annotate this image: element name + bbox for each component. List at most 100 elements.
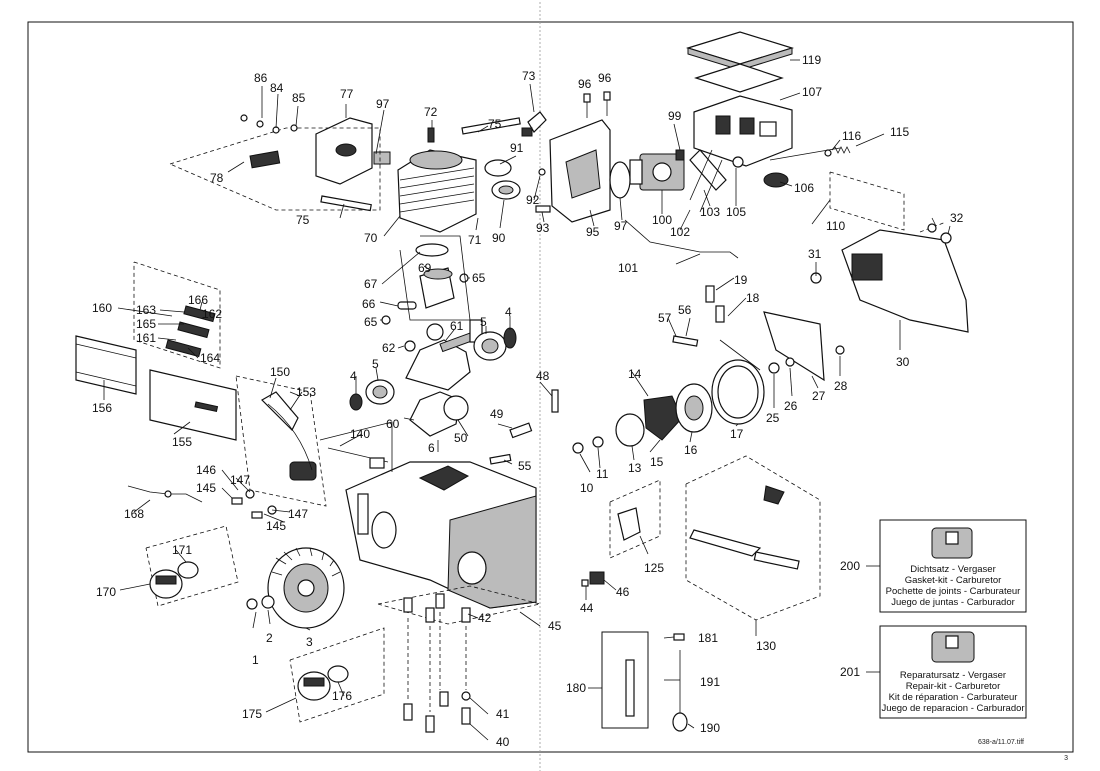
callout-11: 11 — [596, 467, 609, 481]
callout-4a: 4 — [350, 369, 357, 383]
callout-106: 106 — [794, 181, 814, 195]
callout-160: 160 — [92, 301, 112, 315]
callout-105: 105 — [726, 205, 746, 219]
callout-62: 62 — [382, 341, 396, 355]
gasket-kit-line-de: Dichtsatz - Vergaser — [910, 564, 996, 575]
callout-4b: 4 — [505, 305, 512, 319]
ignition-coil — [235, 375, 327, 507]
clutch-assembly — [572, 359, 765, 454]
callout-70: 70 — [364, 231, 378, 245]
crankcase-gaskets — [409, 391, 469, 437]
air-filter — [685, 31, 800, 93]
callout-103: 103 — [700, 205, 720, 219]
muffler — [169, 114, 391, 211]
carburetor — [629, 149, 685, 191]
callout-44: 44 — [580, 601, 594, 615]
repair-kit-line-de: Reparatursatz - Vergaser — [900, 670, 1006, 681]
callout-84: 84 — [270, 81, 284, 95]
callout-165: 165 — [136, 317, 156, 331]
callout-146: 146 — [196, 463, 216, 477]
callout-155: 155 — [172, 435, 192, 449]
callout-140: 140 — [350, 427, 370, 441]
flywheel — [267, 547, 345, 629]
washer-62 — [404, 340, 416, 352]
gasket-kit-box — [866, 519, 1027, 613]
callout-92: 92 — [526, 193, 540, 207]
callout-176: 176 — [332, 689, 352, 703]
callout-175: 175 — [242, 707, 262, 721]
callout-57: 57 — [658, 311, 672, 325]
callout-147a: 147 — [230, 473, 250, 487]
callout-41: 41 — [496, 707, 510, 721]
callout-25: 25 — [766, 411, 780, 425]
callout-150: 150 — [270, 365, 290, 379]
callout-75a: 75 — [488, 117, 502, 131]
callout-56: 56 — [678, 303, 692, 317]
callout-55: 55 — [518, 459, 532, 473]
callout-97b: 97 — [614, 219, 628, 233]
callout-90: 90 — [492, 231, 506, 245]
callout-115: 115 — [890, 125, 909, 139]
callout-145b: 145 — [266, 519, 286, 533]
callout-96a: 96 — [578, 77, 592, 91]
callout-27: 27 — [812, 389, 826, 403]
callout-73: 73 — [522, 69, 536, 83]
callout-17: 17 — [730, 427, 744, 441]
intake-manifold — [549, 119, 631, 223]
callout-30: 30 — [896, 355, 910, 369]
callout-77: 77 — [340, 87, 354, 101]
callout-180: 180 — [566, 681, 586, 695]
callout-45: 45 — [548, 619, 562, 633]
crankcase-small-parts — [581, 571, 605, 587]
callout-19: 19 — [734, 273, 748, 287]
callout-96b: 96 — [598, 71, 612, 85]
callout-78: 78 — [210, 171, 224, 185]
callout-1: 1 — [252, 653, 259, 667]
piston-assembly — [381, 235, 471, 325]
cylinder — [397, 127, 477, 233]
callout-86: 86 — [254, 71, 268, 85]
callout-66: 66 — [362, 297, 376, 311]
oil-cap-group — [289, 627, 385, 723]
callout-170: 170 — [96, 585, 116, 599]
callout-18: 18 — [746, 291, 760, 305]
page-border — [27, 21, 1074, 753]
exhaust-gaskets — [484, 159, 521, 200]
spark-plug — [521, 111, 547, 137]
oil-pump-parts — [489, 389, 559, 465]
callout-49: 49 — [490, 407, 504, 421]
callout-13: 13 — [628, 461, 642, 475]
group-110 — [829, 171, 905, 231]
saw-chain — [75, 335, 137, 395]
callout-31: 31 — [808, 247, 822, 261]
callout-190: 190 — [700, 721, 720, 735]
repair-kit-box — [866, 625, 1027, 719]
callout-191: 191 — [700, 675, 720, 689]
callout-145a: 145 — [196, 481, 216, 495]
callout-93: 93 — [536, 221, 550, 235]
guide-bar — [149, 369, 237, 441]
callout-67: 67 — [364, 277, 378, 291]
callout-2: 2 — [266, 631, 273, 645]
fuel-line — [624, 219, 739, 259]
flywheel-nut — [246, 595, 275, 610]
sprocket-cover — [810, 221, 969, 333]
fuel-filter-tool — [672, 633, 688, 732]
page-number: 3 — [1064, 755, 1068, 762]
callout-100: 100 — [652, 213, 672, 227]
callout-147b: 147 — [288, 507, 308, 521]
callout-153: 153 — [296, 385, 316, 399]
callout-46: 46 — [616, 585, 630, 599]
callout-65b: 65 — [364, 315, 378, 329]
callout-15: 15 — [650, 455, 664, 469]
callout-32: 32 — [950, 211, 964, 225]
ignition-cable — [127, 485, 203, 503]
callout-119: 119 — [802, 53, 821, 67]
group-180 — [601, 631, 649, 729]
callout-labels: 1 2 3 4 4 5 5 6 10 11 13 14 15 16 17 18 … — [92, 53, 964, 749]
callout-99: 99 — [668, 109, 682, 123]
fuel-cap-group — [145, 525, 239, 607]
callout-60: 60 — [386, 417, 400, 431]
crankcase-studs — [403, 593, 471, 733]
callout-97a: 97 — [376, 97, 390, 111]
